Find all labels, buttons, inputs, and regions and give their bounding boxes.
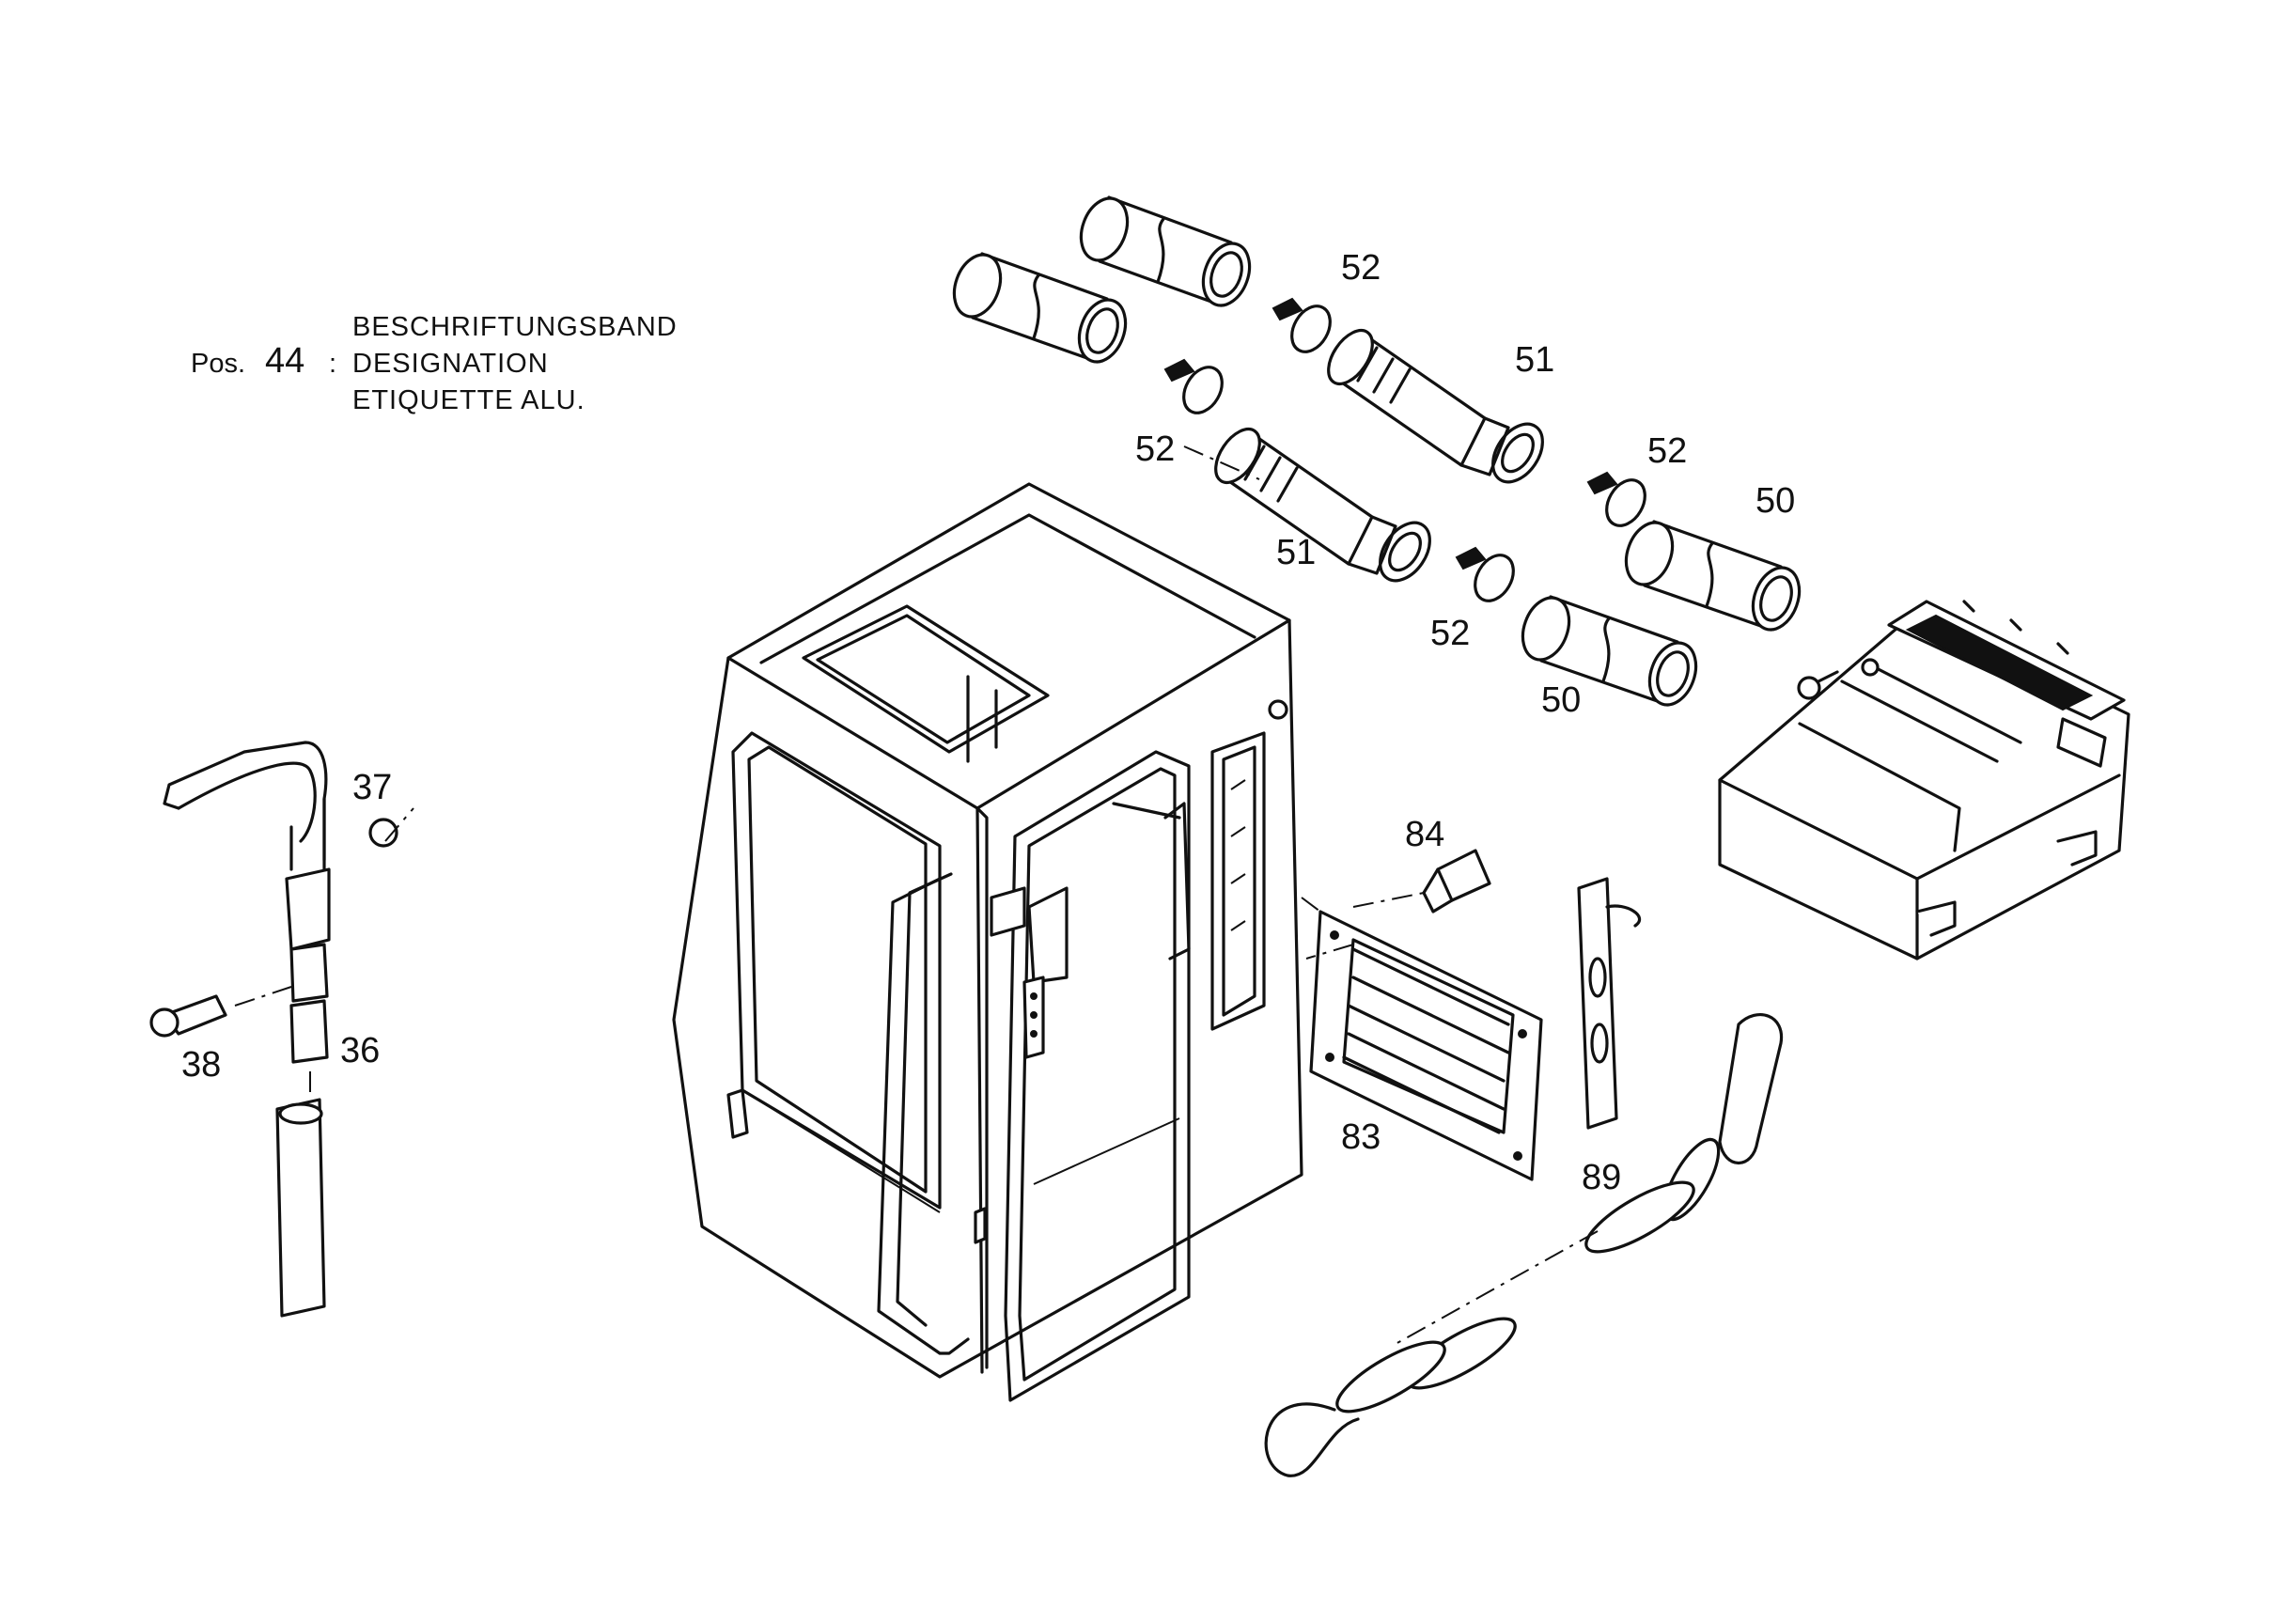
note-prefix: Pos. <box>191 349 245 379</box>
callout-52: 52 <box>1135 429 1175 469</box>
hose-connector-lower <box>1214 428 1431 583</box>
hose-sleeve-upper <box>1079 195 1252 307</box>
note-line-french: ETIQUETTE ALU. <box>352 385 585 415</box>
callout-51: 51 <box>1276 533 1316 572</box>
callout-51: 51 <box>1515 340 1554 380</box>
position-note: Pos. 44 : BESCHRIFTUNGSBAND DESIGNATION … <box>191 312 678 415</box>
callout-labels: 52 52 52 52 51 51 50 50 37 38 36 84 83 8… <box>181 248 1795 1197</box>
note-line-english: DESIGNATION <box>352 349 549 379</box>
callout-52: 52 <box>1430 614 1470 653</box>
callout-52: 52 <box>1341 248 1381 288</box>
note-separator: : <box>329 349 336 379</box>
hose-sleeve-right <box>1624 520 1802 632</box>
callout-52: 52 <box>1647 431 1687 471</box>
heater-unit <box>1718 600 2130 960</box>
hose-clamp-1 <box>1272 297 1332 353</box>
screw-bolt <box>1422 849 1491 914</box>
cabin <box>672 482 1303 1402</box>
mounting-bracket <box>1577 877 1642 1130</box>
vent-grille <box>1309 910 1543 1181</box>
note-position-number: 44 <box>265 341 304 381</box>
hose-sleeve-left <box>952 252 1128 364</box>
callout-36: 36 <box>340 1031 380 1070</box>
callout-38: 38 <box>181 1045 221 1085</box>
callout-89: 89 <box>1582 1158 1621 1197</box>
chain <box>1264 1013 1784 1477</box>
hose-clamp-3 <box>1586 471 1646 527</box>
hose-clamp-4 <box>1455 546 1515 602</box>
leader-lines <box>234 445 1599 1345</box>
hose-connector-upper <box>1327 329 1544 484</box>
callout-50: 50 <box>1541 680 1581 720</box>
callout-37: 37 <box>352 768 392 807</box>
note-line-german: BESCHRIFTUNGSBAND <box>352 312 678 342</box>
callout-50: 50 <box>1755 481 1795 521</box>
lever-assembly <box>149 741 398 1318</box>
callout-84: 84 <box>1405 815 1444 854</box>
hose-sleeve-lower <box>1521 595 1698 707</box>
hose-clamp-2 <box>1163 358 1224 414</box>
callout-83: 83 <box>1341 1117 1381 1157</box>
